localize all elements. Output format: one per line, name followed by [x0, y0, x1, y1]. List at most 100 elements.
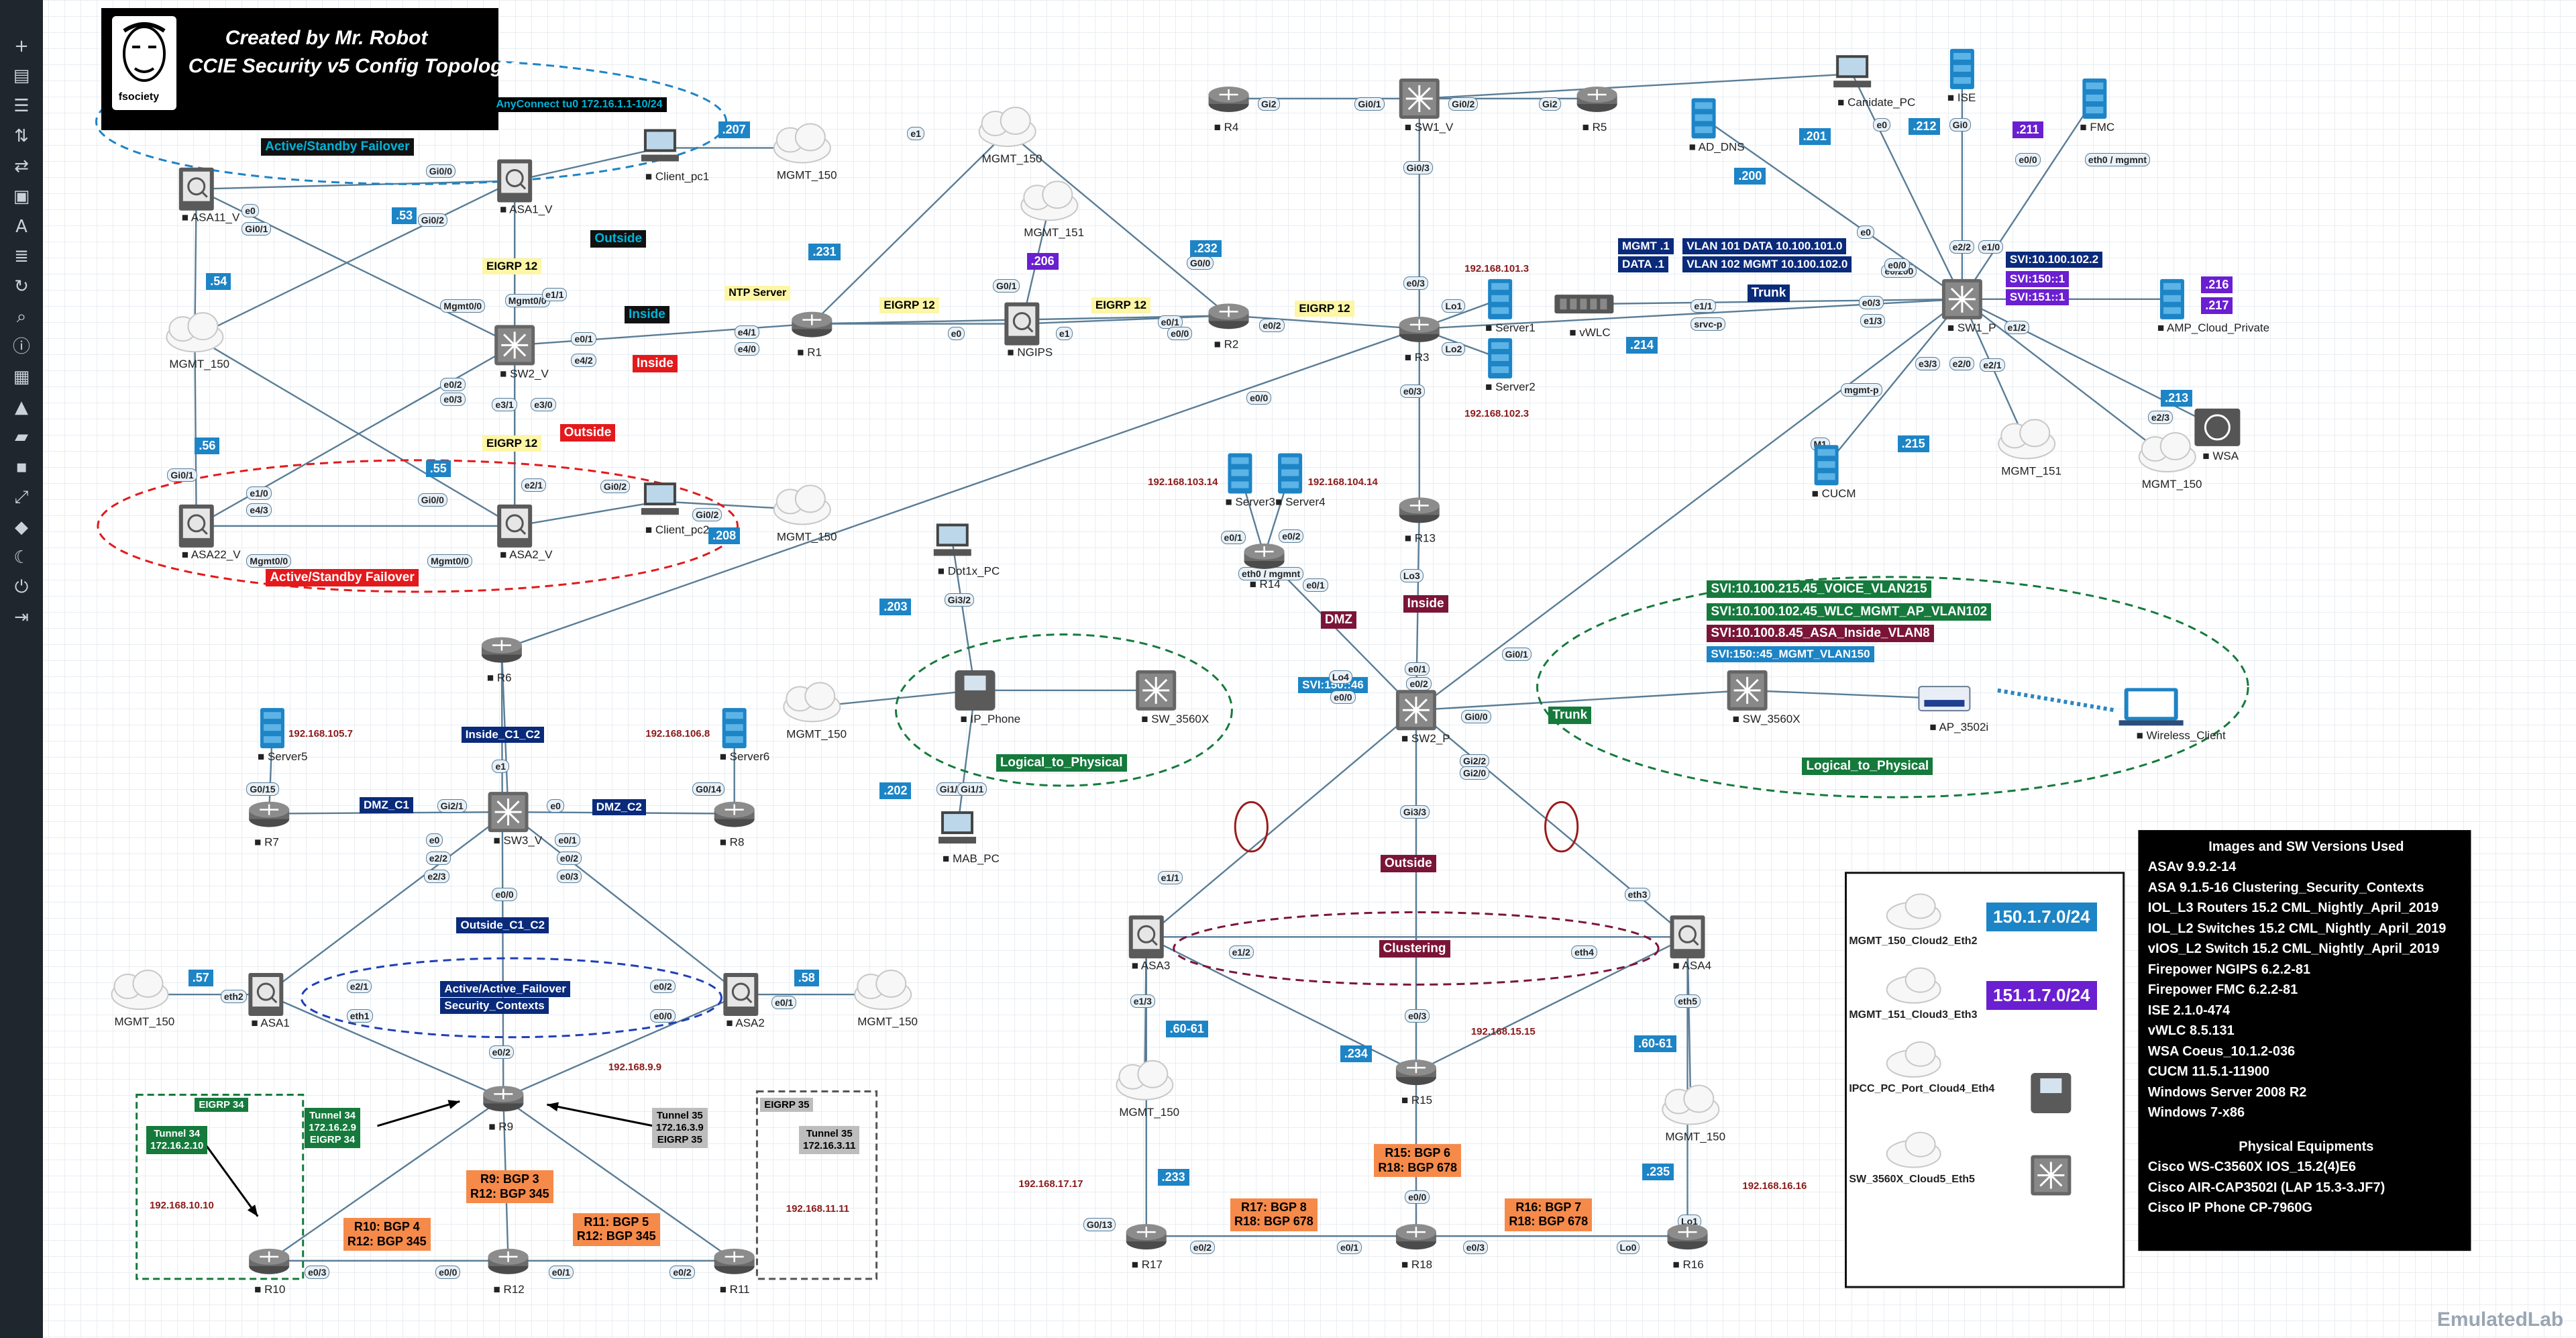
port-label: e0/2	[1189, 1241, 1216, 1255]
port-label: Lo4	[1328, 670, 1352, 684]
table-icon[interactable]: ▦	[13, 366, 30, 387]
node-r11[interactable]: ■ R11	[714, 1248, 755, 1296]
text-icon[interactable]: A	[15, 216, 28, 237]
node-ise[interactable]: ■ ISE	[1947, 48, 1976, 104]
node-asa1[interactable]: ■ ASA1	[248, 973, 290, 1029]
node-wsa[interactable]: ■ WSA	[2194, 408, 2241, 462]
refresh-icon[interactable]: ↻	[14, 276, 29, 297]
version-item: ASAv 9.9.2-14	[2147, 860, 2237, 875]
node-fmc[interactable]: ■ FMC	[2080, 78, 2114, 134]
node-r13[interactable]: ■ R13	[1399, 497, 1440, 544]
logout-icon[interactable]: ⇥	[14, 607, 29, 628]
add-node-icon[interactable]: +	[14, 36, 29, 56]
node-sw-3560x-b[interactable]: ■ SW_3560X	[1727, 670, 1801, 725]
node-ap-3502i[interactable]: ■ AP_3502i	[1918, 686, 1988, 733]
node-ip-phone[interactable]: ■ IP_Phone	[955, 670, 1021, 725]
node-ad-dns[interactable]: ■ AD_DNS	[1689, 98, 1745, 153]
node-r4[interactable]: ■ R4	[1208, 86, 1249, 134]
node-cucm[interactable]: ■ CUCM	[1812, 445, 1856, 500]
subnet-150-badge: 150.1.7.0/24	[1986, 902, 2097, 931]
node-wireless-client[interactable]: ■ Wireless_Client	[2118, 688, 2226, 741]
node-r14[interactable]: ■ R14	[1244, 543, 1285, 590]
cloud-icon[interactable]: MGMT_150	[111, 970, 174, 1028]
moon-icon[interactable]: ☾	[13, 547, 30, 568]
node-server3[interactable]: ■ Server3	[1225, 453, 1275, 508]
power-icon[interactable]: ⏻	[14, 577, 29, 598]
tag-icon[interactable]: ◆	[15, 517, 28, 537]
node-asa2-v[interactable]: ■ ASA2_V	[497, 504, 553, 561]
node-r17[interactable]: ■ R17	[1126, 1224, 1167, 1271]
node-r6[interactable]: ■ R6	[481, 637, 522, 684]
stack-icon[interactable]: ▤	[13, 66, 30, 87]
info-icon[interactable]: ⓘ	[12, 336, 30, 357]
image-icon[interactable]: ▣	[13, 186, 30, 207]
node-sw-3560x[interactable]: ■ SW_3560X	[1136, 670, 1209, 725]
node-asa2[interactable]: ■ ASA2	[723, 973, 765, 1029]
legend-cloud-icon	[1886, 1041, 1941, 1078]
node-server5[interactable]: ■ Server5	[258, 708, 308, 763]
cloud-icon[interactable]: MGMT_150	[854, 970, 918, 1028]
node-dot1x-pc[interactable]: ■ Dot1x_PC	[933, 523, 1000, 577]
node-sw2-p[interactable]: ■ SW2_P	[1395, 690, 1450, 745]
list-icon[interactable]: ☰	[13, 96, 30, 117]
node-r1[interactable]: ■ R1	[792, 311, 833, 359]
graduation-icon[interactable]: ▲	[15, 397, 28, 417]
node-r15[interactable]: ■ R15	[1395, 1060, 1436, 1107]
node-sw1-p[interactable]: ■ SW1_P	[1941, 278, 1996, 334]
node-ngips[interactable]: ■ NGIPS	[1004, 302, 1053, 359]
sort-icon[interactable]: ⇅	[14, 126, 29, 147]
node-asa3[interactable]: ■ ASA3	[1128, 915, 1171, 972]
node-sw2-v[interactable]: ■ SW2_V	[494, 325, 549, 380]
node-server4[interactable]: ■ Server4	[1275, 453, 1326, 508]
node-r18[interactable]: ■ R18	[1395, 1224, 1436, 1271]
cloud-icon[interactable]: MGMT_150	[1662, 1084, 1725, 1143]
trunk-tag: Trunk	[1747, 284, 1790, 302]
node-server1[interactable]: ■ Server1	[1485, 278, 1536, 334]
node-candidate-pc[interactable]: ■ Canidate_PC	[1833, 55, 1915, 109]
node-amp-cloud-private[interactable]: ■ AMP_Cloud_Private	[2157, 278, 2269, 334]
cloud-icon[interactable]: MGMT_150	[773, 123, 837, 181]
chat-icon[interactable]: ▰	[15, 427, 28, 448]
node-client-pc1[interactable]: ■ Client_pc1	[641, 129, 709, 183]
cloud-icon[interactable]: MGMT_150	[1116, 1060, 1179, 1119]
node-r7[interactable]: ■ R7	[249, 801, 290, 849]
node-server6[interactable]: ■ Server6	[720, 708, 770, 763]
cloud-icon[interactable]: MGMT_150	[773, 484, 837, 543]
node-sw3-v[interactable]: ■ SW3_V	[488, 792, 543, 847]
port-label: e0/0	[1884, 258, 1910, 272]
node-mab-pc[interactable]: ■ MAB_PC	[938, 811, 1000, 865]
cloud-icon[interactable]: MGMT_150	[783, 682, 847, 740]
node-r16[interactable]: ■ R16	[1667, 1224, 1708, 1271]
eigrp35-tag: EIGRP 35	[760, 1098, 814, 1113]
node-r12[interactable]: ■ R12	[488, 1248, 529, 1296]
node-r10[interactable]: ■ R10	[249, 1248, 290, 1296]
lock-icon[interactable]: ▪	[15, 457, 28, 478]
dmz-c1-tag: DMZ_C1	[360, 797, 414, 814]
cloud-icon[interactable]: MGMT_150	[166, 312, 229, 370]
cloud-icon[interactable]: MGMT_151	[1020, 181, 1084, 239]
node-vwlc[interactable]: ■ vWLC	[1554, 295, 1614, 339]
node-asa11-v[interactable]: ■ ASA11_V	[178, 167, 240, 224]
node-sw1-v[interactable]: ■ SW1_V	[1399, 78, 1454, 134]
node-label: ■ Dot1x_PC	[938, 564, 1000, 577]
layers-icon[interactable]: ≣	[14, 246, 29, 267]
cloud-icon[interactable]: MGMT_150	[2138, 431, 2202, 491]
link-SW3_V-ASA1	[265, 811, 509, 995]
cloud-icon[interactable]: MGMT_150	[978, 106, 1042, 165]
node-asa1-v[interactable]: ■ ASA1_V	[497, 159, 553, 215]
toggle-icon[interactable]: ⇄	[14, 156, 29, 176]
port-label: e4/2	[571, 353, 596, 367]
fullscreen-icon[interactable]: ⤢	[14, 487, 29, 507]
node-r5[interactable]: ■ R5	[1576, 86, 1617, 134]
node-r3[interactable]: ■ R3	[1399, 316, 1440, 364]
node-r2[interactable]: ■ R2	[1208, 303, 1249, 350]
node-r8[interactable]: ■ R8	[714, 801, 755, 849]
zoom-icon[interactable]: ⌕	[16, 307, 27, 327]
cloud-icon[interactable]: MGMT_151	[1998, 419, 2061, 477]
node-asa22-v[interactable]: ■ ASA22_V	[178, 504, 241, 561]
node-r9[interactable]: ■ R9	[483, 1086, 524, 1133]
node-asa4[interactable]: ■ ASA4	[1670, 915, 1712, 972]
node-server2[interactable]: ■ Server2	[1485, 338, 1536, 393]
node-client-pc2[interactable]: ■ Client_pc2	[641, 482, 709, 536]
